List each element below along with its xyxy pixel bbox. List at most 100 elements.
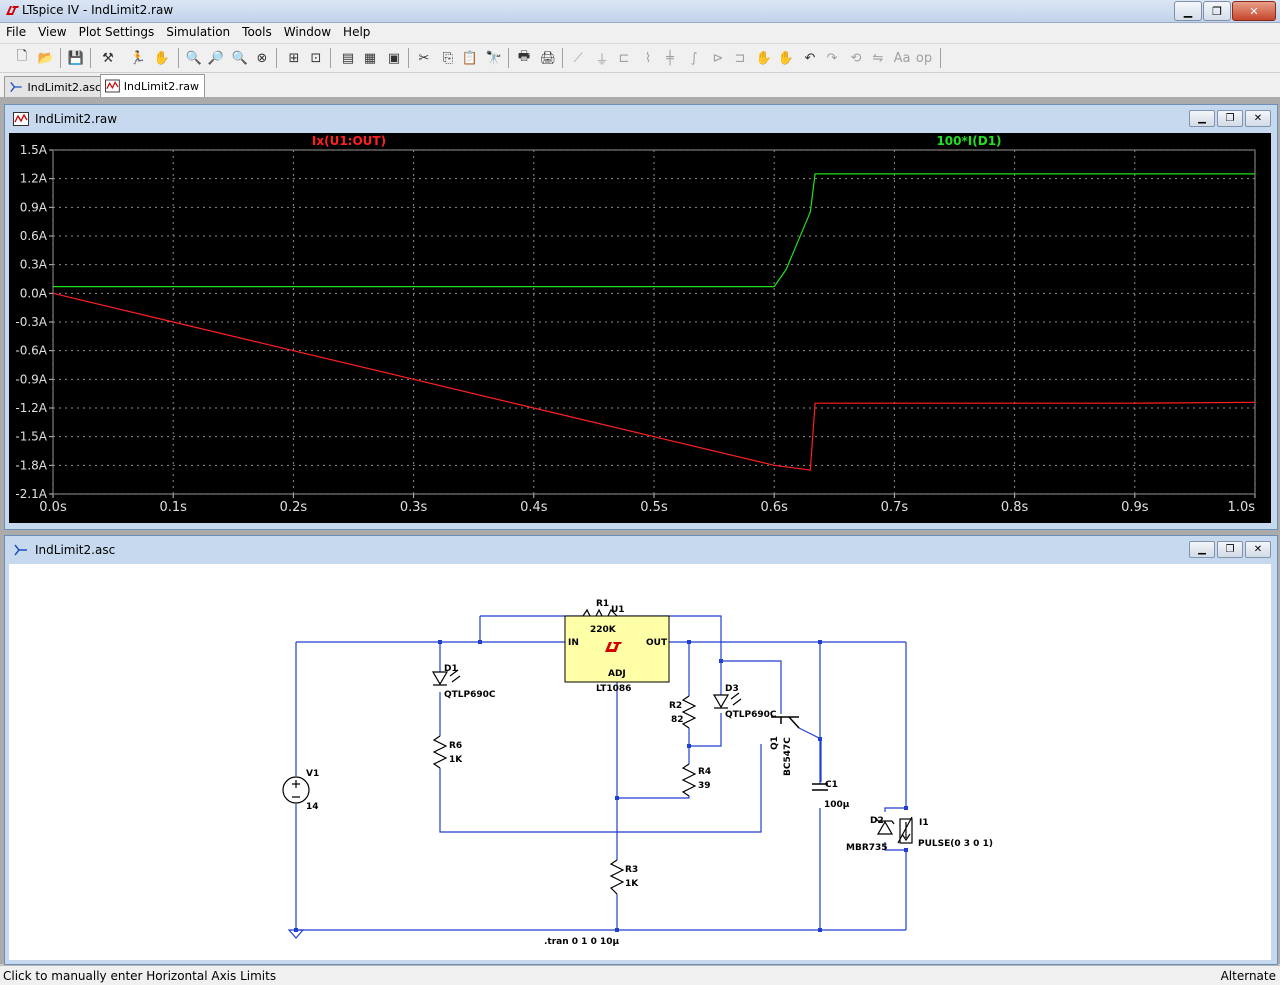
menu-view[interactable]: View [38,25,67,39]
wire[interactable] [689,713,722,747]
wire[interactable] [798,727,822,782]
wire-icon[interactable]: ⟋ [573,50,583,66]
control-panel-icon[interactable]: ⚒ [102,50,114,66]
series-legend-label[interactable]: Ix(U1:OUT) [312,134,386,148]
new-schematic-icon[interactable]: 🗋 [16,49,28,64]
r2-resistor[interactable] [681,695,697,729]
label-net-icon[interactable]: ⊏ [618,50,630,66]
pan-icon[interactable]: 🔎 [207,50,225,66]
component-icon[interactable]: ⊐ [734,50,746,66]
r1-resistor[interactable] [582,608,618,624]
autorange-icon[interactable]: ⊞ [288,50,300,66]
menu-simulation[interactable]: Simulation [166,25,231,39]
wire[interactable] [884,842,906,851]
restore-button[interactable]: ❐ [1203,1,1231,21]
x-tick-label[interactable]: 0.9s [1121,500,1149,515]
capacitor-icon[interactable]: ╪ [666,50,674,66]
schematic-canvas[interactable]: R1 220K U1 IN OUT ADJ LT1086 D1 QTLP690C… [9,564,1271,960]
close-all-icon[interactable]: ▣ [387,50,401,66]
y-tick-label[interactable]: 1.5A [20,143,48,157]
d2-zener[interactable] [875,817,895,835]
menu-file[interactable]: File [6,25,27,39]
plot-minimize-button[interactable]: ▁ [1189,110,1215,127]
wire[interactable] [479,616,565,643]
paste-icon[interactable]: 📋 [461,50,479,66]
x-tick-label[interactable]: 1.0s [1228,500,1256,515]
x-tick-label[interactable]: 0.0s [39,500,67,515]
wire[interactable] [884,807,906,812]
schematic-close-button[interactable]: ✕ [1245,541,1271,558]
rotate-icon[interactable]: ⟲ [850,50,862,66]
series-legend-label[interactable]: 100*I(D1) [936,134,1001,148]
y-tick-label[interactable]: -0.3A [15,315,47,329]
wire[interactable] [439,744,762,833]
x-tick-label[interactable]: 0.6s [760,500,788,515]
schematic-minimize-button[interactable]: ▁ [1189,541,1215,558]
wire[interactable] [617,796,690,799]
print-icon[interactable]: 🖨 [539,50,557,66]
open-icon[interactable]: 📂 [37,50,55,66]
cut-icon[interactable]: ✂ [418,50,430,66]
diode-icon[interactable]: ⊳ [712,50,724,66]
find-icon[interactable]: 🔭 [485,50,503,66]
x-tick-label[interactable]: 0.1s [159,500,187,515]
plot-restore-button[interactable]: ❐ [1217,110,1243,127]
cascade-icon[interactable]: ▦ [363,50,377,66]
d3-led[interactable] [712,694,730,709]
redo-icon[interactable]: ↷ [826,50,838,66]
waveform-chart[interactable]: 1.5A 1.2A 0.9A 0.6A 0.3A 0.0A -0.3A -0.6A -0.9A -… [9,133,1271,523]
x-tick-label[interactable]: 0.7s [881,500,909,515]
menu-plot-settings[interactable]: Plot Settings [78,25,155,39]
inductor-icon[interactable]: ∫ [690,50,698,66]
zoom-cancel-icon[interactable]: ⊗ [256,50,268,66]
zoom-in-icon[interactable]: 🔍 [185,50,203,66]
schematic-drawing[interactable]: R1 220K U1 IN OUT ADJ LT1086 D1 QTLP690C… [9,564,1271,960]
y-tick-label[interactable]: 0.0A [20,286,48,300]
r3-resistor[interactable] [609,859,625,895]
save-icon[interactable]: 💾 [67,50,85,66]
print-preview-icon[interactable]: 🖶 [517,49,531,64]
autorange-y-icon[interactable]: ⊡ [310,50,322,66]
spice-directive-icon[interactable]: op [915,50,933,66]
menu-window[interactable]: Window [283,25,332,39]
y-tick-label[interactable]: -1.5A [15,430,47,444]
series-trace[interactable] [52,292,1256,471]
menu-tools[interactable]: Tools [242,25,272,39]
r6-resistor[interactable] [432,735,448,769]
copy-icon[interactable]: ⎘ [442,50,454,66]
d1-led[interactable] [431,671,449,686]
close-button[interactable]: ✕ [1232,1,1276,21]
move-icon[interactable]: ✋ [755,50,773,66]
x-tick-label[interactable]: 0.4s [520,500,548,515]
wire[interactable] [721,660,782,714]
plot-close-button[interactable]: ✕ [1245,110,1271,127]
schematic-restore-button[interactable]: ❐ [1217,541,1243,558]
y-tick-label[interactable]: 0.6A [20,229,48,243]
x-tick-label[interactable]: 0.8s [1001,500,1029,515]
q1-transistor[interactable] [771,716,800,729]
x-tick-label[interactable]: 0.3s [400,500,428,515]
halt-icon[interactable]: ✋ [153,50,171,66]
y-tick-label[interactable]: -1.8A [15,458,47,472]
run-icon[interactable]: 🏃 [129,50,147,66]
drag-icon[interactable]: ✋ [777,50,795,66]
minimize-button[interactable]: ▁ [1174,1,1202,21]
x-tick-label[interactable]: 0.5s [640,500,668,515]
y-tick-label[interactable]: -2.1A [15,487,47,501]
x-tick-label[interactable]: 0.2s [280,500,308,515]
y-tick-label[interactable]: -0.6A [15,344,47,358]
spice-directive[interactable]: .tran 0 1 0 10µ [544,937,619,947]
mirror-icon[interactable]: ⇋ [872,50,884,66]
waveform-plot-area[interactable]: 1.5A 1.2A 0.9A 0.6A 0.3A 0.0A -0.3A -0.6A -0.9A -… [9,133,1271,523]
tab-schematic[interactable]: IndLimit2.asc [4,76,107,97]
series-trace[interactable] [53,173,1255,288]
y-tick-label[interactable]: -1.2A [15,401,47,415]
y-tick-label[interactable]: 1.2A [20,172,48,186]
undo-icon[interactable]: ↶ [804,50,816,66]
resistor-icon[interactable]: ⌇ [644,50,652,66]
y-tick-label[interactable]: 0.9A [20,200,48,214]
v1-source[interactable] [282,776,310,804]
y-tick-label[interactable]: 0.3A [20,258,48,272]
y-tick-label[interactable]: -0.9A [15,372,47,386]
tab-waveform[interactable]: IndLimit2.raw [100,74,205,97]
